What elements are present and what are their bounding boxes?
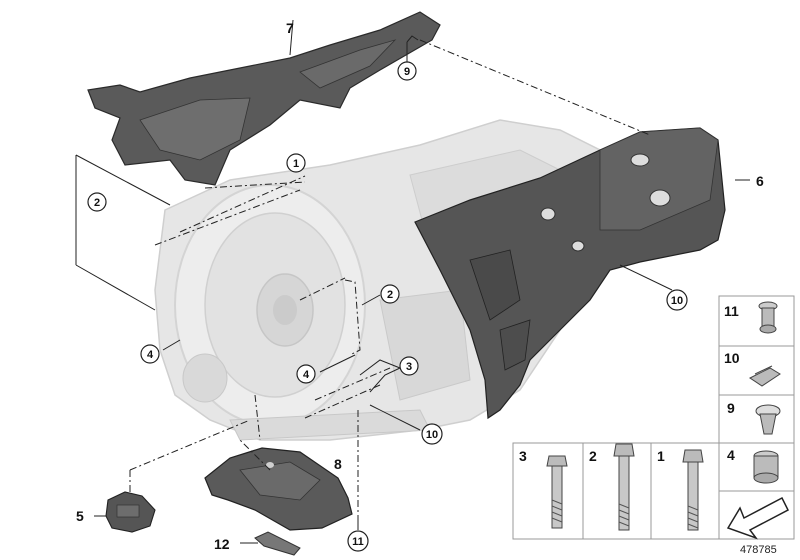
- legend-label-4: 4: [727, 447, 735, 463]
- leader-lines: [75, 19, 750, 544]
- callout-10-upper: 10: [666, 289, 688, 311]
- callout-2-left: 2: [87, 192, 107, 212]
- callout-8: 8: [334, 456, 342, 472]
- bracket-part-5: [105, 491, 156, 533]
- bolt-1-icon: [682, 449, 704, 531]
- legend-label-2: 2: [589, 448, 597, 464]
- svg-text:11: 11: [352, 536, 364, 548]
- callout-1: 1: [286, 153, 306, 173]
- svg-text:3: 3: [406, 361, 412, 373]
- callout-5: 5: [76, 508, 84, 524]
- bolt-3-icon: [546, 455, 568, 529]
- svg-text:9: 9: [404, 66, 410, 78]
- heat-shield-tunnel: [414, 127, 726, 420]
- callout-7: 7: [286, 20, 294, 36]
- callout-4-left: 4: [140, 344, 160, 364]
- sheet-clip-icon: [749, 365, 781, 387]
- legend-label-3: 3: [519, 448, 527, 464]
- svg-text:6: 6: [756, 173, 764, 189]
- svg-text:2: 2: [94, 197, 100, 209]
- callout-12: 12: [214, 536, 230, 552]
- svg-text:7: 7: [286, 20, 294, 36]
- diagram-id: 478785: [740, 544, 777, 556]
- legend-label-10: 10: [724, 350, 740, 366]
- heat-shield-lower: [204, 447, 353, 531]
- direction-arrow-icon: [726, 496, 789, 540]
- callout-10-lower: 10: [421, 423, 443, 445]
- legend-side: 11 10 9 4: [718, 295, 795, 540]
- legend-bottom: 3 2 1: [512, 442, 720, 540]
- svg-text:5: 5: [76, 508, 84, 524]
- svg-text:8: 8: [334, 456, 342, 472]
- legend-label-11: 11: [724, 303, 739, 319]
- callout-4-center: 4: [296, 364, 316, 384]
- spacer-sleeve-icon: [753, 450, 779, 484]
- legend-label-9: 9: [727, 400, 735, 416]
- expanding-rivet-icon: [755, 404, 781, 435]
- svg-text:2: 2: [387, 289, 393, 301]
- svg-text:12: 12: [214, 536, 230, 552]
- svg-text:10: 10: [671, 295, 683, 307]
- callout-9: 9: [397, 61, 417, 81]
- bolt-2-icon: [613, 443, 635, 531]
- svg-text:4: 4: [147, 349, 154, 361]
- svg-text:10: 10: [426, 429, 438, 441]
- clip-part-12: [254, 531, 301, 556]
- push-rivet-icon: [758, 301, 778, 334]
- callout-11: 11: [347, 530, 369, 552]
- callout-6: 6: [756, 173, 764, 189]
- svg-text:1: 1: [293, 158, 299, 170]
- callout-2-right: 2: [380, 284, 400, 304]
- legend-label-1: 1: [657, 448, 665, 464]
- heat-shield-upper: [87, 11, 441, 186]
- callout-3: 3: [399, 356, 419, 376]
- svg-text:4: 4: [303, 369, 310, 381]
